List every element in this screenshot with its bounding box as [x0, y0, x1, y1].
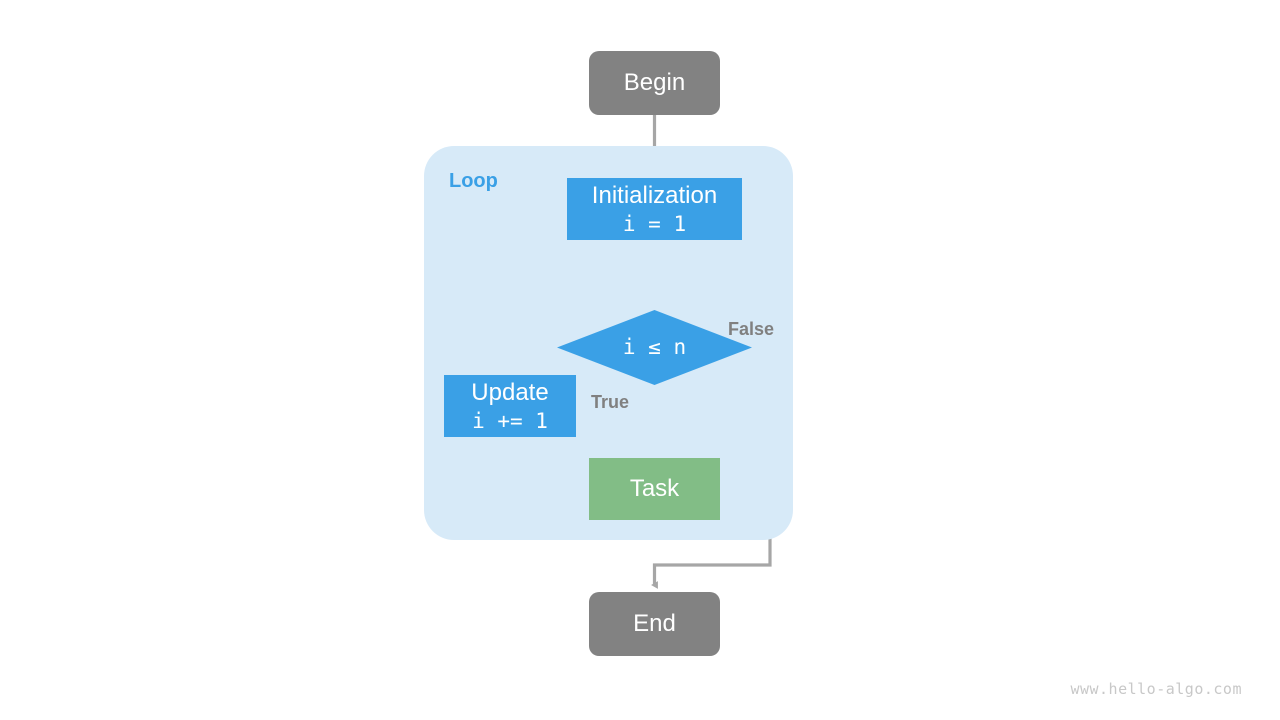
- node-task[interactable]: Task: [589, 458, 720, 520]
- loop-container-label: Loop: [449, 170, 498, 192]
- node-begin[interactable]: Begin: [589, 51, 720, 115]
- node-condition[interactable]: i ≤ n: [557, 310, 752, 385]
- node-initialization-code: i = 1: [622, 211, 687, 236]
- node-update-title: Update: [471, 379, 549, 407]
- node-initialization[interactable]: Initialization i = 1: [567, 178, 742, 240]
- node-update-code: i += 1: [472, 408, 548, 433]
- watermark: www.hello-algo.com: [1070, 680, 1242, 698]
- edge-label-false: False: [728, 319, 775, 339]
- node-end-label: End: [633, 610, 676, 638]
- node-task-label: Task: [629, 475, 680, 503]
- node-end[interactable]: End: [589, 592, 720, 656]
- node-begin-label: Begin: [623, 69, 686, 97]
- node-update[interactable]: Update i += 1: [444, 375, 576, 437]
- node-condition-code: i ≤ n: [622, 335, 687, 360]
- edge-label-true: True: [591, 392, 630, 412]
- node-initialization-title: Initialization: [591, 182, 718, 210]
